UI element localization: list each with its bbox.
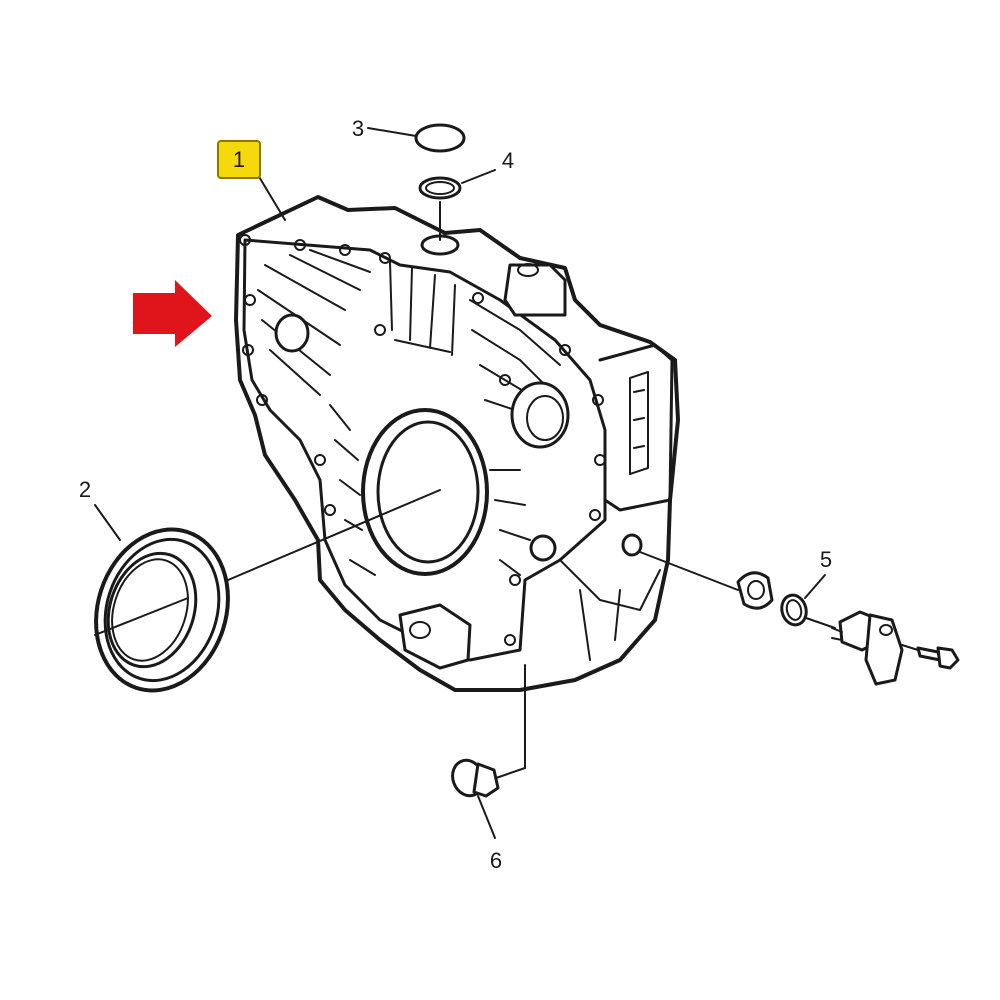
drain-plug[interactable] — [448, 756, 500, 800]
speed-sensor[interactable] — [831, 610, 904, 686]
callout-1-label: 1 — [233, 147, 245, 172]
red-arrow-icon — [133, 280, 212, 347]
sensor-o-ring[interactable] — [779, 592, 810, 627]
gasket-ring[interactable] — [418, 176, 462, 200]
callout-4-label: 4 — [502, 148, 514, 173]
callout-3-label: 3 — [352, 116, 364, 141]
callout-6-label: 6 — [490, 848, 502, 873]
sensor-gasket[interactable] — [736, 571, 774, 610]
callout-5-label: 5 — [820, 547, 832, 572]
callout-1[interactable]: 1 — [217, 140, 261, 179]
flywheel-housing[interactable] — [234, 195, 680, 692]
o-ring-top[interactable] — [414, 123, 466, 153]
seal-ring[interactable] — [76, 512, 248, 708]
callout-2-label: 2 — [79, 477, 91, 502]
leader-lines — [94, 127, 919, 839]
sensor-bolt[interactable] — [916, 646, 960, 670]
